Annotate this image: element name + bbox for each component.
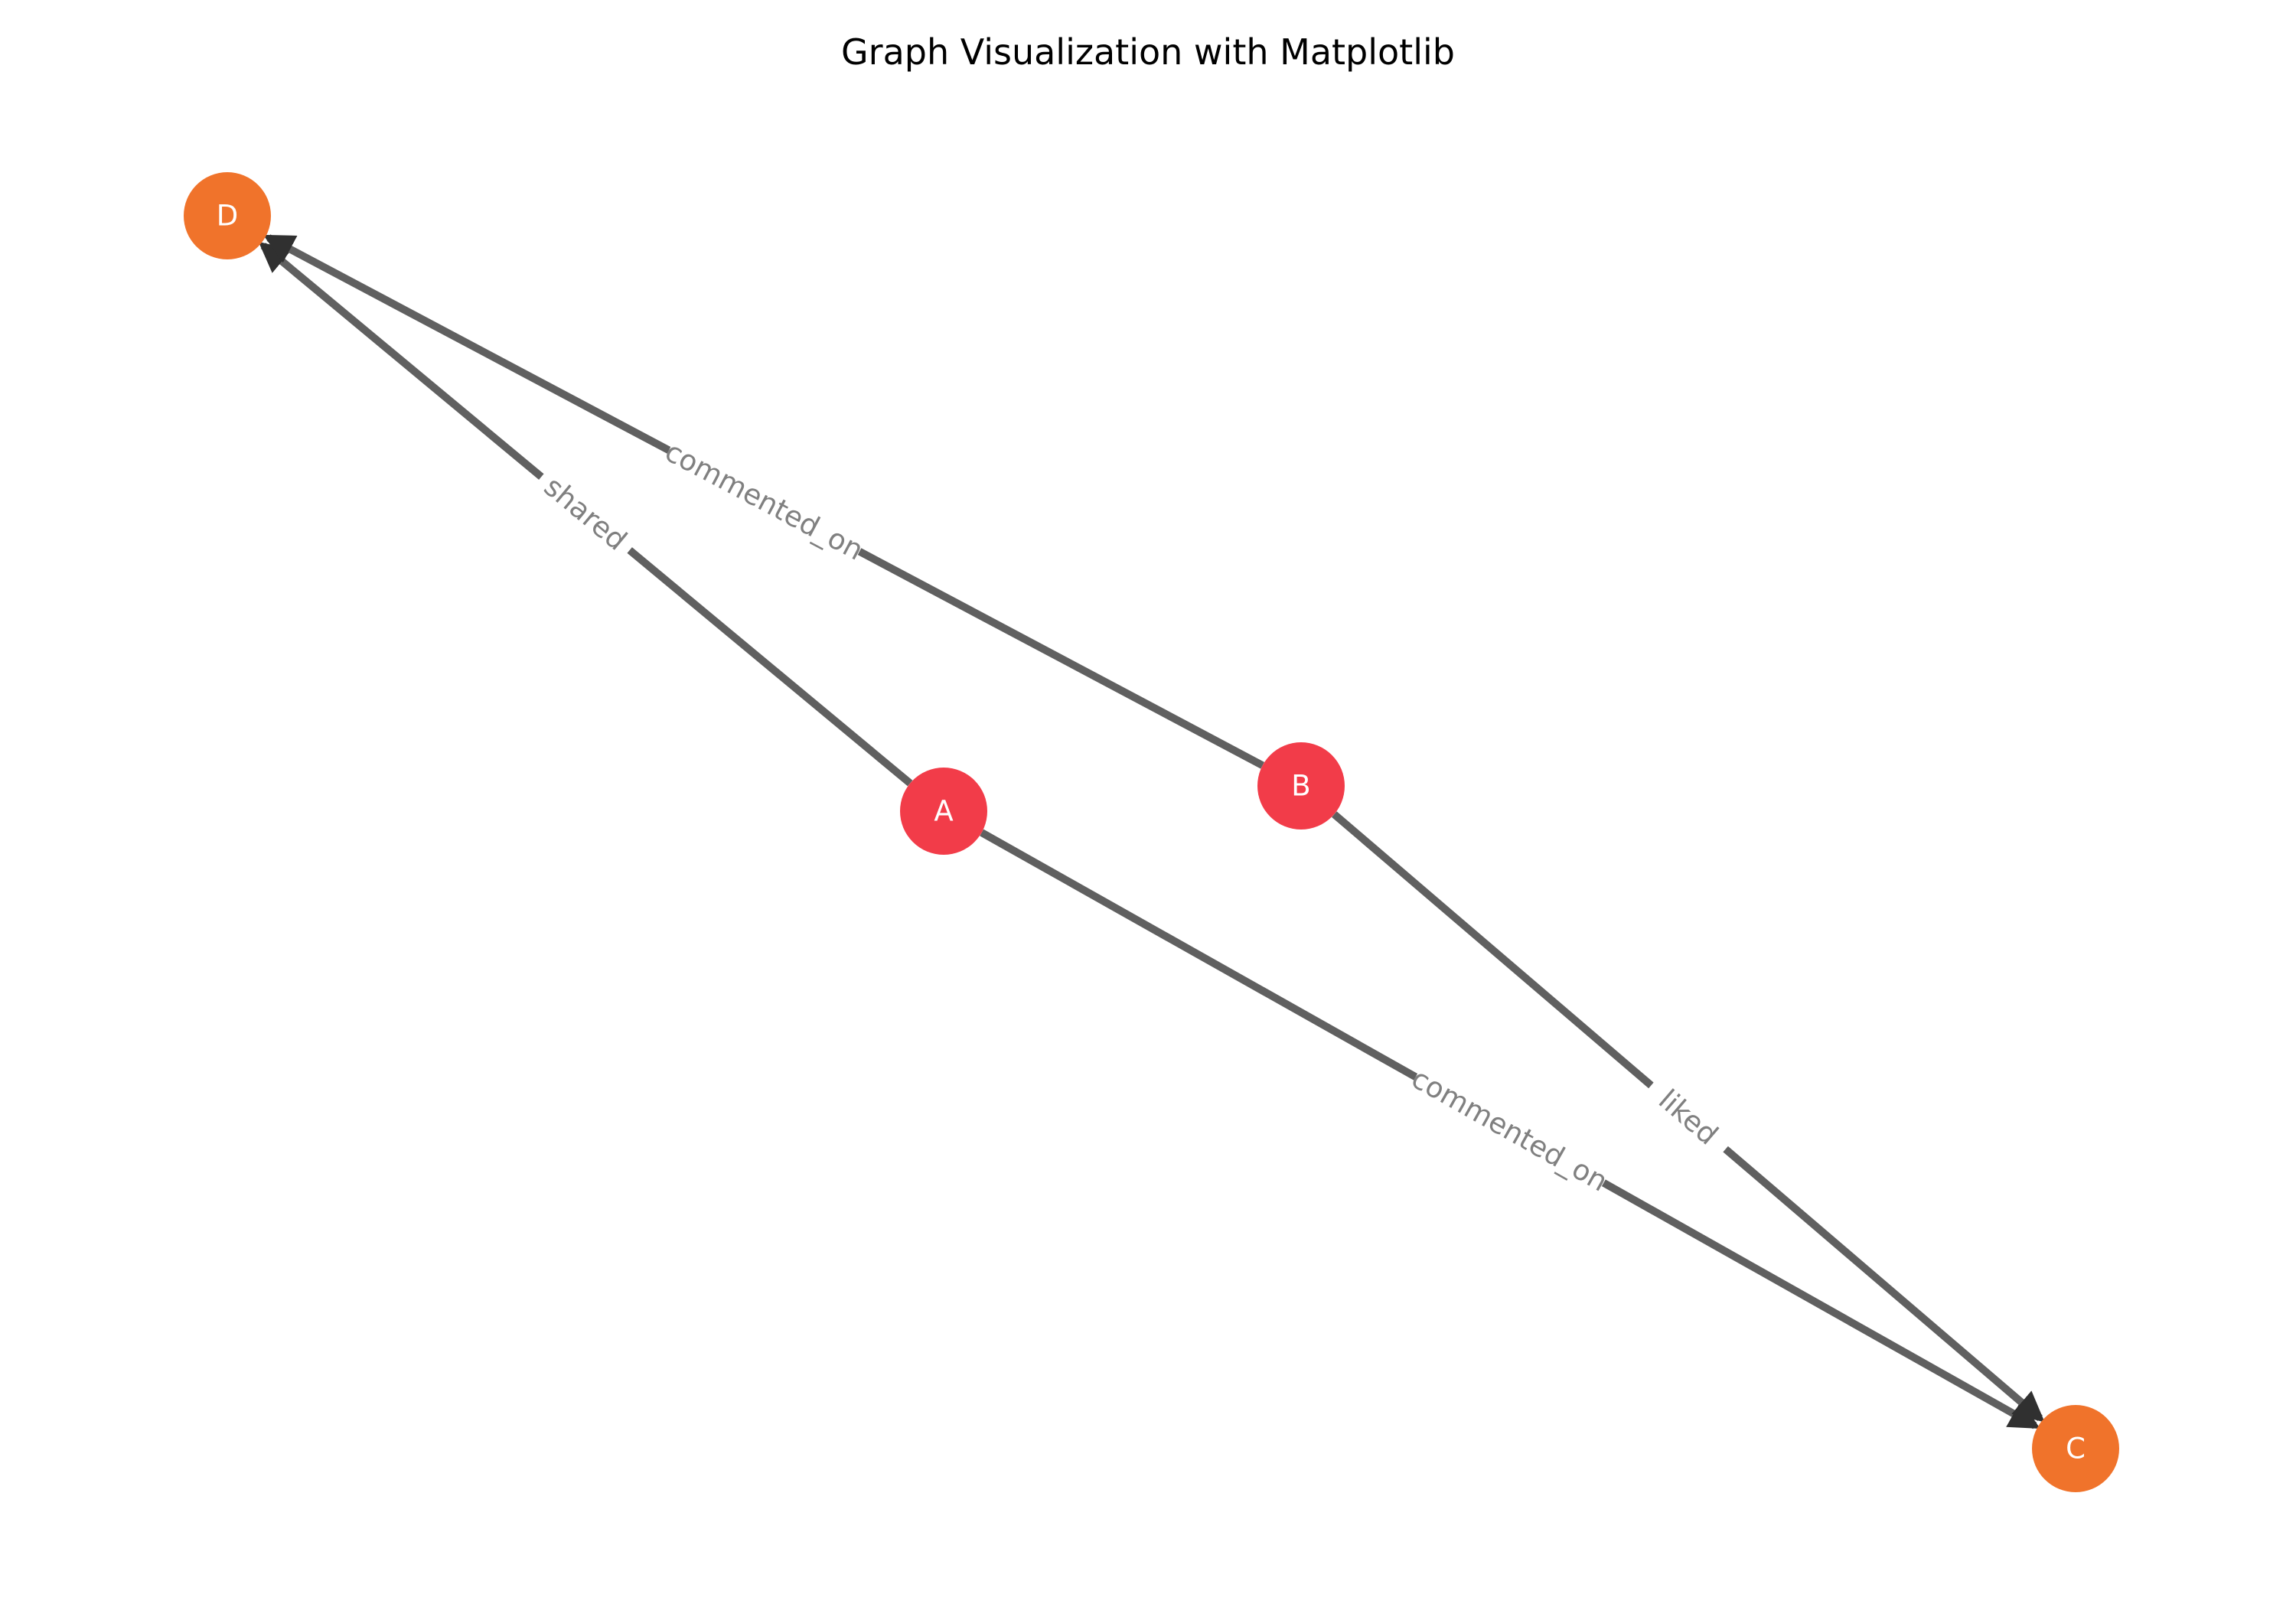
node-A[interactable]: A: [900, 768, 987, 855]
node-C[interactable]: C: [2032, 1405, 2119, 1492]
edge-label-background: [1405, 1059, 1614, 1201]
edge-label-background: [528, 461, 643, 566]
node-circle[interactable]: [900, 768, 987, 855]
node-circle[interactable]: [1257, 742, 1345, 830]
edge-label-background: [1638, 1070, 1739, 1165]
node-label: D: [217, 200, 239, 233]
node-D[interactable]: D: [184, 172, 271, 259]
edge-label-text: shared: [538, 470, 633, 557]
nodes-layer: A B C D: [184, 172, 2119, 1492]
node-circle[interactable]: [184, 172, 271, 259]
node-label: B: [1291, 770, 1310, 803]
node-B[interactable]: B: [1257, 742, 1345, 830]
edge-label-A-C: commented_on: [1405, 1059, 1614, 1201]
node-label: A: [934, 795, 953, 828]
node-label: C: [2066, 1433, 2086, 1465]
edge-label-A-D: shared: [528, 461, 643, 566]
edge-label-text: commented_on: [660, 435, 869, 566]
edge-label-B-C: liked: [1638, 1070, 1739, 1165]
edge-label-B-D: commented_on: [659, 432, 869, 569]
node-circle[interactable]: [2032, 1405, 2119, 1492]
graph-title: Graph Visualization with Matplotlib: [841, 31, 1455, 73]
edge-label-text: commented_on: [1406, 1061, 1613, 1198]
edge-label-background: [659, 432, 869, 569]
